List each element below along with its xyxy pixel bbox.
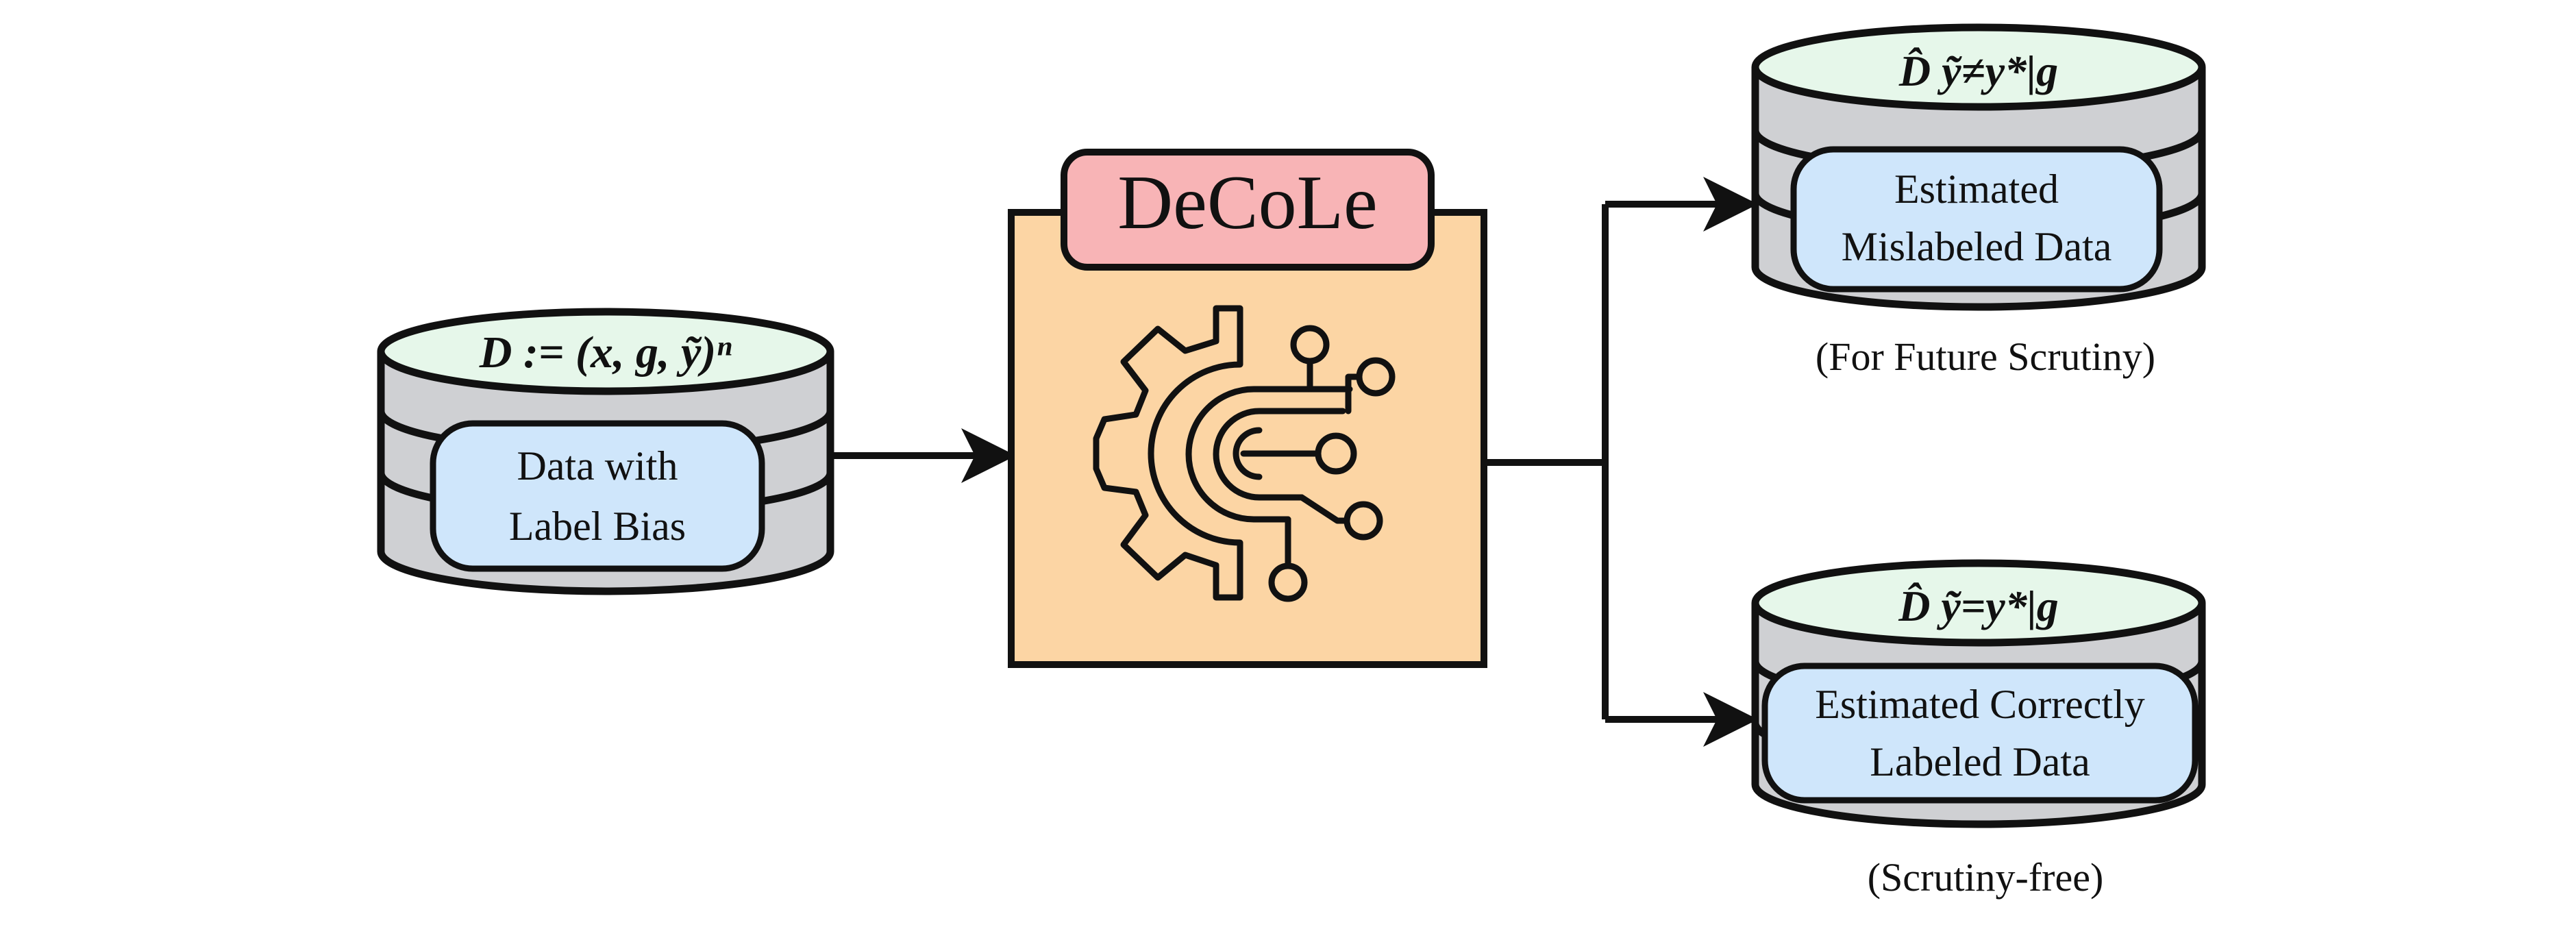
correct-database-top	[1751, 559, 2206, 647]
circuit-arc-outer	[1185, 386, 1353, 523]
circuit-node	[1356, 357, 1396, 397]
circuit-arc-inner	[1233, 427, 1263, 480]
input-database-label-line1: Data with	[517, 443, 678, 488]
circuit-node	[1343, 501, 1383, 541]
circuit-line-lower	[1298, 494, 1350, 524]
circuit-line-upper	[1345, 373, 1363, 415]
correct-database-label-line1: Estimated Correctly	[1815, 682, 2145, 727]
mislabeled-database-label-box	[1790, 146, 2163, 293]
method-title-badge	[1061, 149, 1435, 271]
method-box: DeCoLe	[1008, 149, 1487, 668]
mislabeled-database-label-line2: Mislabeled Data	[1842, 224, 2112, 269]
input-database-label-line2: Label Bias	[509, 504, 686, 549]
connector-trunk	[1484, 204, 1609, 719]
input-database-label-box	[430, 420, 765, 572]
input-database-top	[377, 308, 834, 395]
input-database: D := (x, g, ỹ)ⁿ Data with Label Bias	[377, 308, 834, 595]
correct-database-label-box	[1761, 663, 2199, 804]
circuit-node	[1315, 432, 1357, 475]
mislabeled-database: D̂ ỹ≠y*|g Estimated Mislabeled Data (For…	[1751, 23, 2206, 379]
correct-database-formula: D̂ ỹ=y*|g	[1898, 582, 2059, 630]
mislabeled-database-caption: (For Future Scrutiny)	[1816, 334, 2155, 379]
correct-database: D̂ ỹ=y*|g Estimated Correctly Labeled Da…	[1751, 559, 2206, 900]
circuit-node	[1268, 562, 1308, 602]
mislabeled-database-formula: D̂ ỹ≠y*|g	[1898, 47, 2058, 95]
method-box-body	[1008, 209, 1487, 668]
correct-database-label-line2: Labeled Data	[1870, 739, 2090, 784]
correct-database-caption: (Scrutiny-free)	[1868, 855, 2104, 900]
gear-circuit-icon	[1093, 305, 1396, 602]
circuit-node	[1290, 325, 1330, 364]
input-database-formula: D := (x, g, ỹ)ⁿ	[479, 327, 732, 378]
output-connector	[1484, 177, 1758, 747]
gear-outline	[1093, 305, 1243, 601]
mislabeled-database-top	[1751, 23, 2206, 111]
method-title: DeCoLe	[1117, 160, 1377, 245]
mislabeled-database-label-line1: Estimated	[1894, 166, 2059, 212]
circuit-arc-middle	[1213, 408, 1346, 501]
